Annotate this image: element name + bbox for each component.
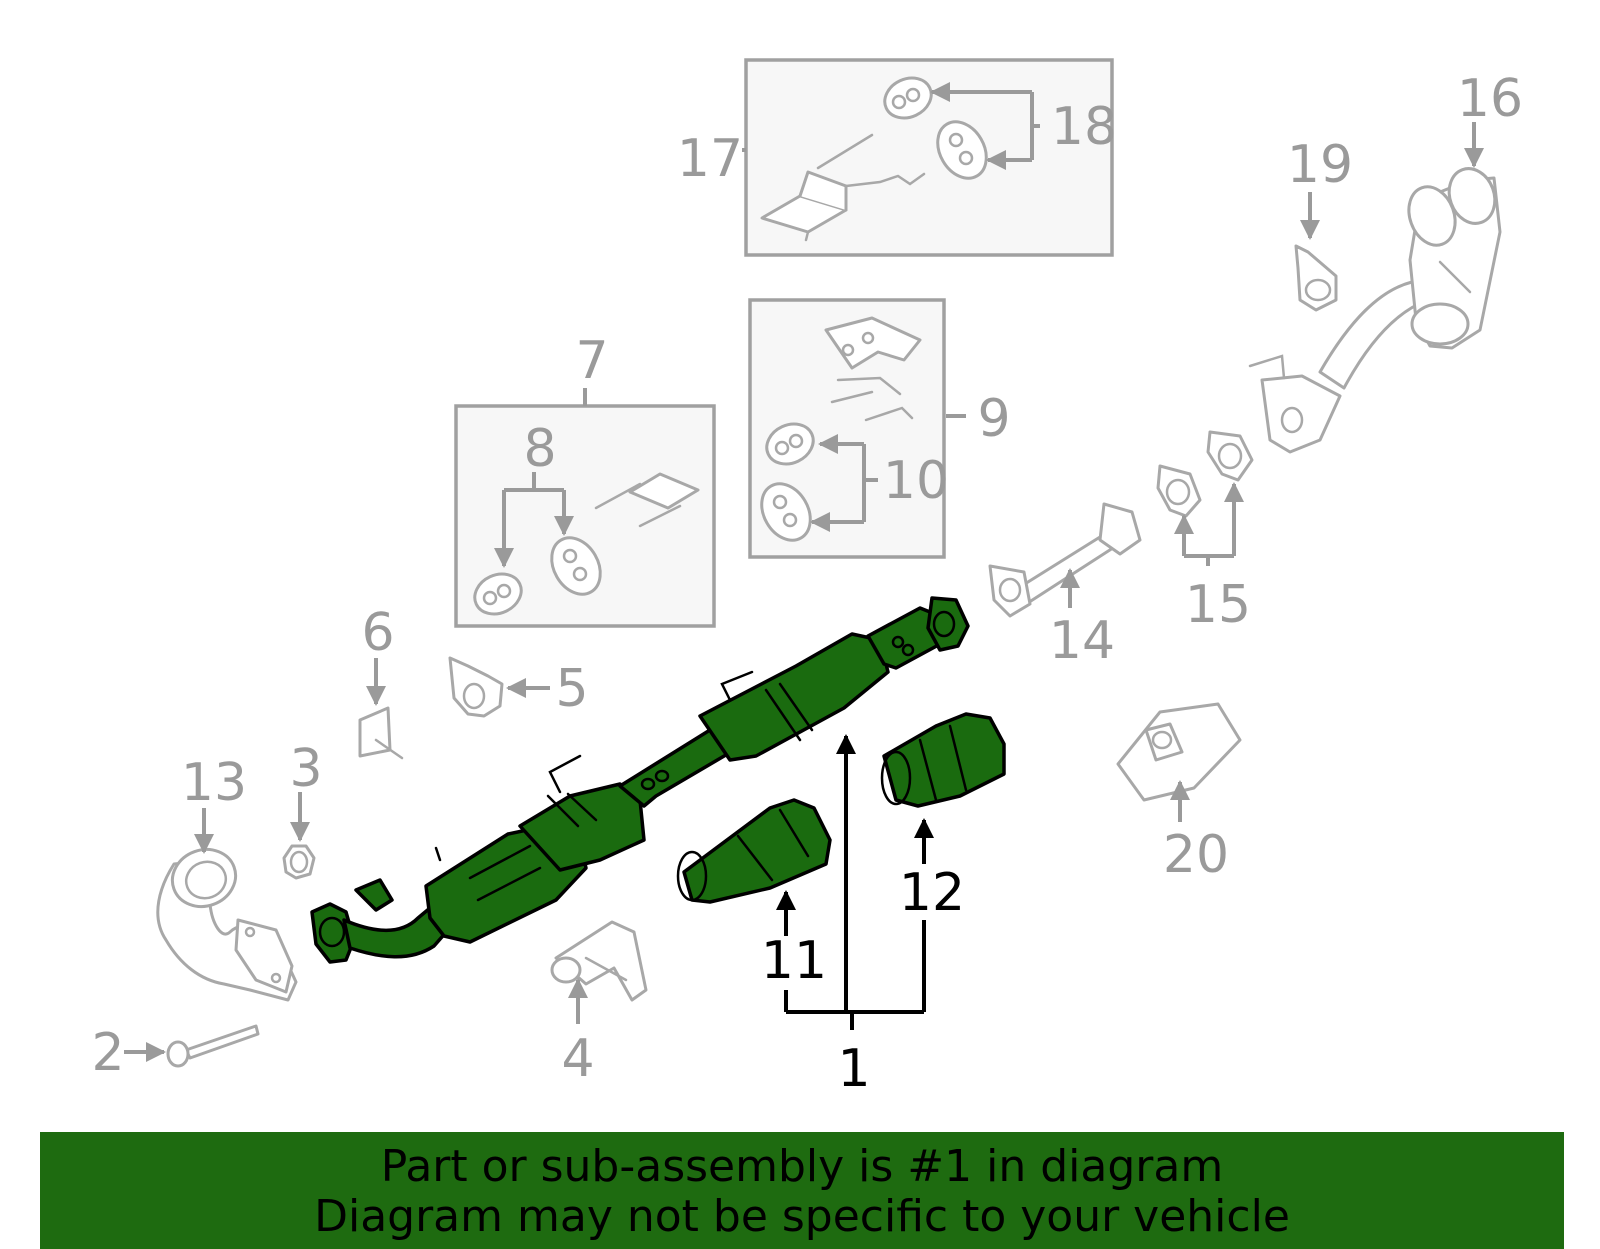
callout-14: 14 xyxy=(1049,611,1115,671)
part-15-gasket-left[interactable] xyxy=(1156,464,1202,518)
callout-18: 18 xyxy=(1051,97,1117,157)
callout-16: 16 xyxy=(1457,69,1523,129)
leader-lines-highlight xyxy=(776,734,934,1030)
part-15-gasket-right[interactable] xyxy=(1206,430,1254,482)
part-17-bracket[interactable] xyxy=(760,133,926,242)
callout-5: 5 xyxy=(555,659,588,719)
callout-2: 2 xyxy=(91,1023,124,1083)
part-4-hanger[interactable] xyxy=(550,920,648,1002)
part-2-bolt[interactable] xyxy=(166,1024,260,1068)
callout-10: 10 xyxy=(883,451,949,511)
callout-20: 20 xyxy=(1163,825,1229,885)
callout-7: 7 xyxy=(575,331,608,391)
part-8-insulator-right[interactable] xyxy=(542,529,610,603)
part-7-hanger[interactable] xyxy=(594,472,700,528)
callout-4: 4 xyxy=(561,1029,594,1089)
part-10-insulator-top[interactable] xyxy=(760,417,820,472)
part-13-elbow[interactable] xyxy=(156,841,298,1002)
part-8-insulator-left[interactable] xyxy=(468,567,528,622)
part-10-insulator-bottom[interactable] xyxy=(752,475,820,549)
notice-banner: Part or sub-assembly is #1 in diagram Di… xyxy=(40,1132,1564,1249)
callout-15: 15 xyxy=(1185,575,1251,635)
part-18-insulator-bottom[interactable] xyxy=(928,113,996,187)
callout-8: 8 xyxy=(523,419,556,479)
part-11-heat-shield[interactable] xyxy=(676,798,832,904)
part-19-clamp[interactable] xyxy=(1294,244,1338,312)
part-3-nut[interactable] xyxy=(282,844,316,880)
part-18-insulator-top[interactable] xyxy=(878,71,938,126)
callout-19: 19 xyxy=(1287,135,1353,195)
callout-1: 1 xyxy=(837,1039,870,1099)
part-20-clip[interactable] xyxy=(1116,702,1242,802)
part-12-heat-shield[interactable] xyxy=(880,712,1006,808)
callouts: 1 2 3 4 5 6 7 8 9 10 11 12 13 14 15 16 1… xyxy=(91,69,1523,1099)
callout-17: 17 xyxy=(677,129,743,189)
leader-lines xyxy=(124,82,1484,1062)
part-5-insulator[interactable] xyxy=(448,656,504,718)
part-16-tailpipe[interactable] xyxy=(1248,162,1502,454)
part-6-bracket[interactable] xyxy=(358,706,404,760)
callout-6: 6 xyxy=(361,603,394,663)
callout-13: 13 xyxy=(181,753,247,813)
part-14-pipe[interactable] xyxy=(988,502,1142,618)
banner-line-1: Part or sub-assembly is #1 in diagram xyxy=(380,1141,1224,1192)
part-1-catalytic-converter-assembly[interactable] xyxy=(310,596,970,964)
part-9-bracket[interactable] xyxy=(824,316,922,422)
callout-11: 11 xyxy=(761,931,827,991)
banner-line-2: Diagram may not be specific to your vehi… xyxy=(314,1191,1290,1242)
callout-12: 12 xyxy=(899,863,965,923)
callout-3: 3 xyxy=(289,739,322,799)
callout-9: 9 xyxy=(977,389,1010,449)
